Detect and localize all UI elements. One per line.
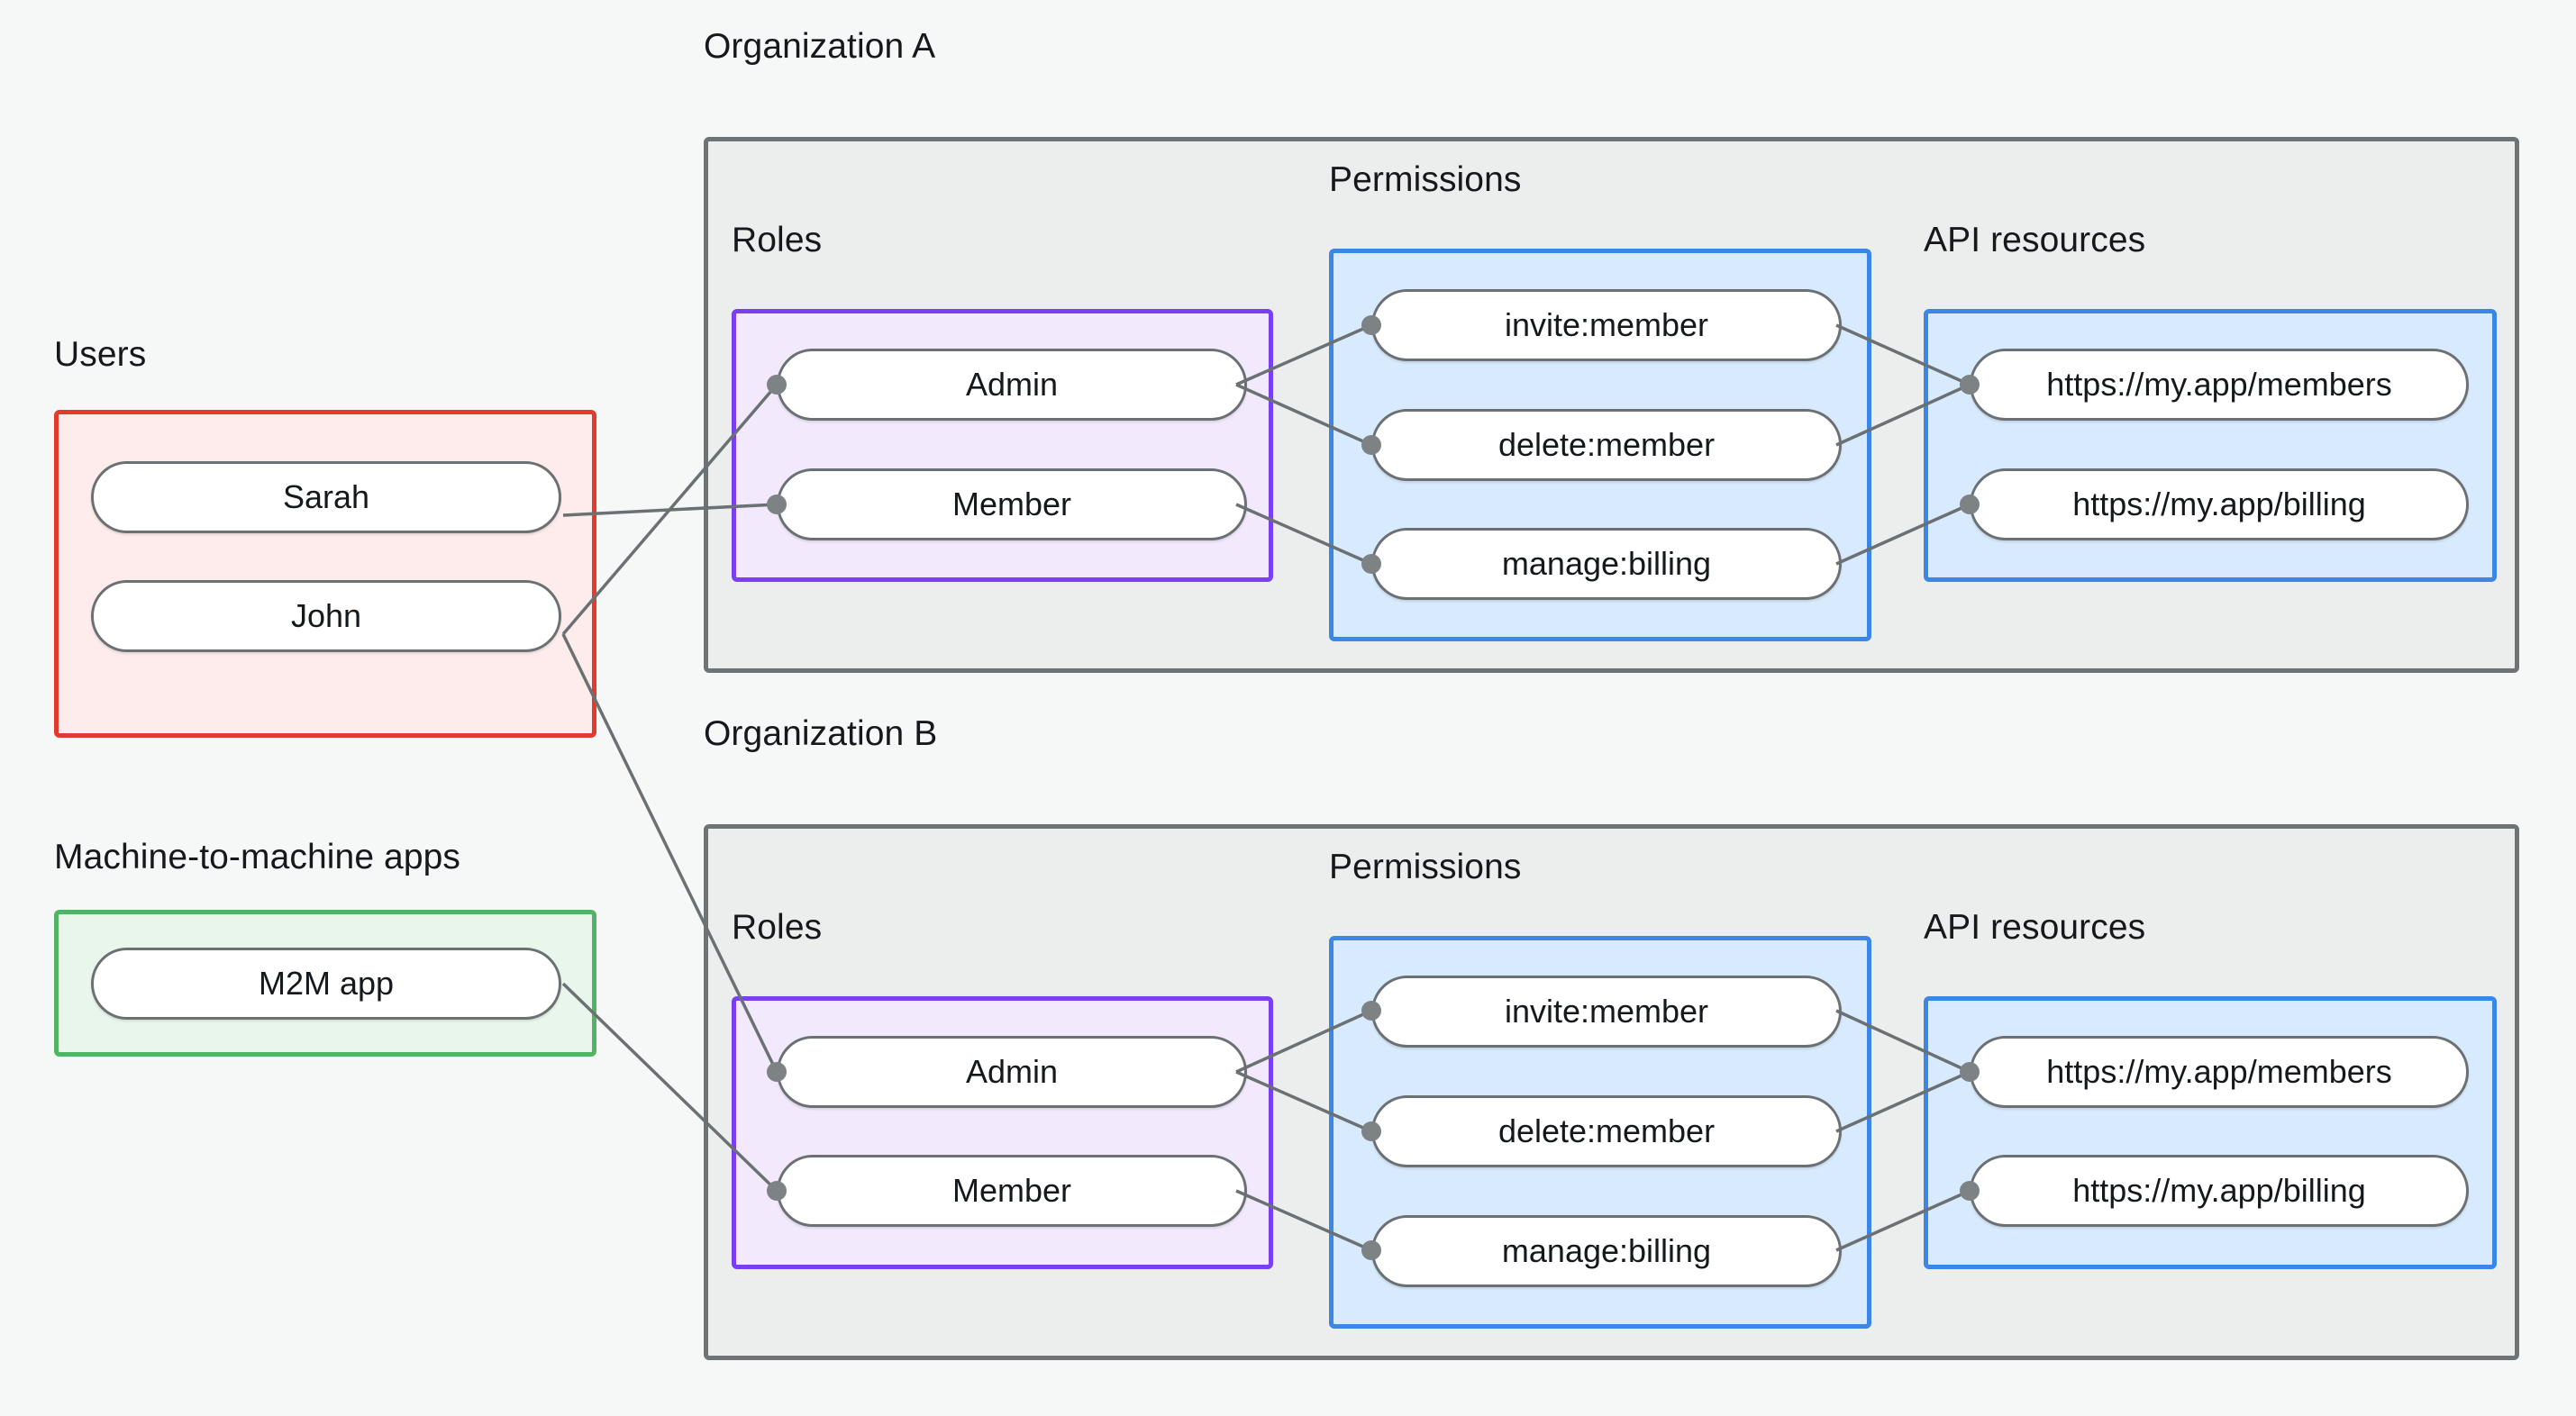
- org-b-caption: Organization B: [704, 714, 938, 753]
- org-a-permission-pill-delete[interactable]: delete:member: [1371, 409, 1842, 481]
- org-b-api-pill-billing[interactable]: https://my.app/billing: [1970, 1155, 2469, 1227]
- user-pill-john[interactable]: John: [91, 580, 561, 652]
- org-a-role-pill-member[interactable]: Member: [777, 468, 1247, 540]
- org-a-permission-pill-billing[interactable]: manage:billing: [1371, 528, 1842, 600]
- org-a-permissions-caption: Permissions: [1329, 160, 1522, 199]
- users-caption: Users: [54, 335, 147, 374]
- org-a-roles-caption: Roles: [732, 221, 823, 259]
- org-a-permission-pill-invite[interactable]: invite:member: [1371, 289, 1842, 361]
- m2m-caption: Machine-to-machine apps: [54, 838, 461, 876]
- org-b-roles-caption: Roles: [732, 908, 823, 947]
- org-a-role-pill-admin[interactable]: Admin: [777, 349, 1247, 421]
- org-b-permissions-caption: Permissions: [1329, 848, 1522, 886]
- users-group: [54, 410, 596, 738]
- org-b-permission-pill-billing[interactable]: manage:billing: [1371, 1215, 1842, 1287]
- org-a-api-pill-billing[interactable]: https://my.app/billing: [1970, 468, 2469, 540]
- org-b-permission-pill-invite[interactable]: invite:member: [1371, 976, 1842, 1048]
- org-b-api-pill-members[interactable]: https://my.app/members: [1970, 1036, 2469, 1108]
- org-a-api-caption: API resources: [1924, 221, 2146, 259]
- org-a-api-pill-members[interactable]: https://my.app/members: [1970, 349, 2469, 421]
- org-b-permission-pill-delete[interactable]: delete:member: [1371, 1095, 1842, 1167]
- m2m-pill-app[interactable]: M2M app: [91, 948, 561, 1020]
- org-b-role-pill-admin[interactable]: Admin: [777, 1036, 1247, 1108]
- user-pill-sarah[interactable]: Sarah: [91, 461, 561, 533]
- org-b-role-pill-member[interactable]: Member: [777, 1155, 1247, 1227]
- org-b-api-caption: API resources: [1924, 908, 2146, 947]
- org-a-caption: Organization A: [704, 27, 936, 66]
